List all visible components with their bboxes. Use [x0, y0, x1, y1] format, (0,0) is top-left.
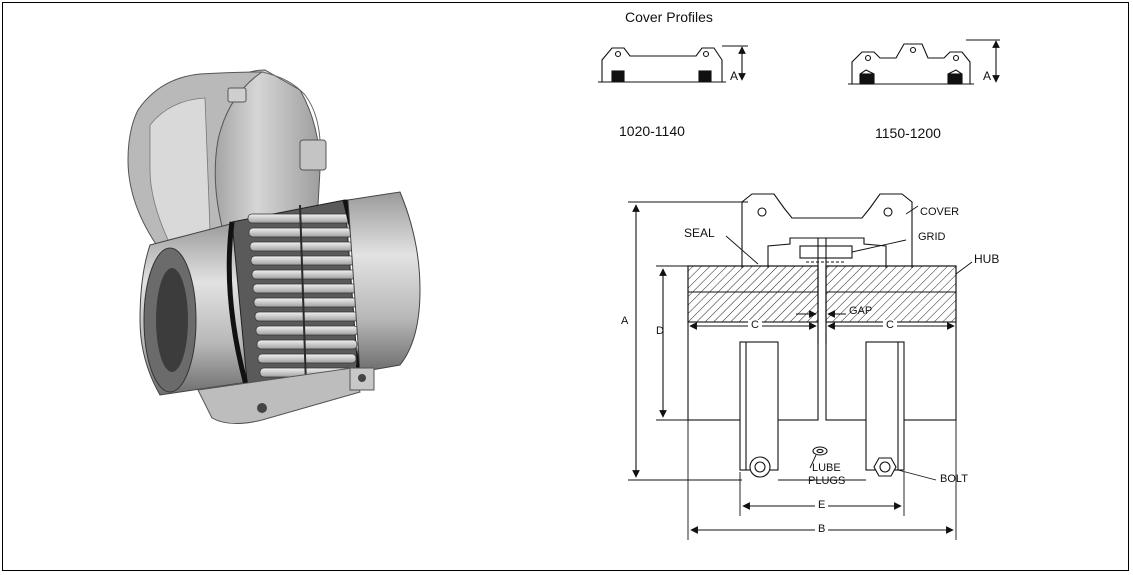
label-cover: COVER [920, 206, 960, 218]
profile-2-range: 1150-1200 [875, 125, 941, 141]
cover-outline [741, 193, 913, 268]
dim-c-right-label: C [883, 320, 897, 331]
cover-profile-1150-1200 [848, 39, 1000, 85]
label-gap: GAP [849, 305, 873, 317]
lower-cover-photo [197, 367, 375, 424]
label-hub: HUB [974, 252, 1000, 266]
left-hub-photo [139, 221, 249, 396]
cover-profiles-title: Cover Profiles [625, 9, 713, 25]
cover-profile-1020-1140 [598, 45, 748, 83]
grid-spring-photo [226, 199, 364, 393]
label-seal: SEAL [684, 226, 715, 240]
profile-1-dim-label: A [730, 69, 739, 83]
coupling-photo [127, 69, 421, 424]
dim-a-label: A [621, 315, 629, 327]
dim-d-label: D [656, 325, 664, 337]
cover-half-photo [127, 69, 327, 251]
label-bolt: BOLT [940, 473, 968, 485]
dim-b-label: B [815, 524, 829, 535]
label-lube-plugs-line1: LUBE [812, 462, 841, 474]
label-grid: GRID [918, 231, 946, 243]
dim-c-left-label: C [748, 320, 762, 331]
coupling-section-drawing [628, 193, 973, 540]
right-hub-photo [347, 191, 421, 373]
dim-e-label: E [815, 500, 829, 511]
profile-1-range: 1020-1140 [619, 123, 685, 139]
profile-2-dim-label: A [983, 69, 992, 83]
label-lube-plugs-line2: PLUGS [808, 475, 846, 487]
